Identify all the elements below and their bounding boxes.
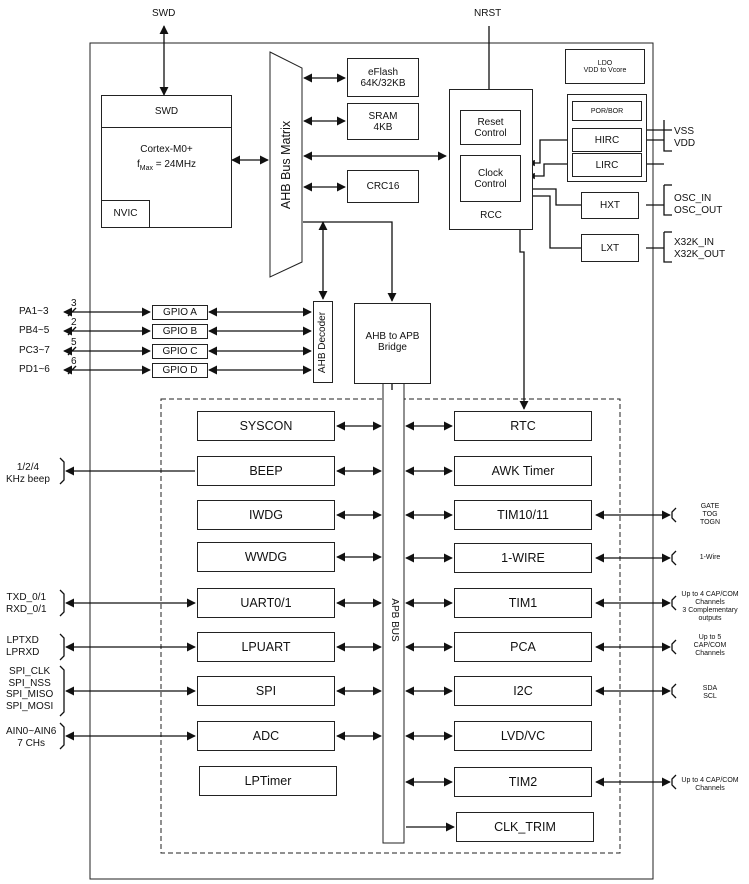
peripheral-box: LPUART — [197, 632, 335, 662]
peripheral-box: PCA — [454, 632, 592, 662]
peripheral-box: CLK_TRIM — [456, 812, 594, 842]
cpu-core-label: Cortex-M0+ — [140, 144, 193, 155]
signal-bracket — [59, 457, 65, 485]
peripheral-box: UART0/1 — [197, 588, 335, 618]
peripheral-box: TIM10/11 — [454, 500, 592, 530]
gpio-pin-count: 5 — [71, 337, 77, 348]
osc-pins: OSC_IN OSC_OUT — [674, 193, 723, 216]
swd-pin-label: SWD — [152, 8, 176, 19]
ahb-bus-matrix-label: AHB Bus Matrix — [278, 120, 293, 210]
peripheral-signal: 1/2/4 KHz beep — [6, 462, 50, 485]
hxt-box: HXT — [581, 192, 639, 219]
chip-outline — [89, 42, 654, 880]
crc16-box: CRC16 — [347, 170, 419, 203]
gpio-pin-label: PD1~6 — [19, 364, 50, 375]
gpio-pin-label: PA1~3 — [19, 306, 49, 317]
peripheral-signal: Up to 4 CAP/COM Channels — [681, 777, 739, 793]
freq-subscript: Max — [139, 165, 153, 172]
peripheral-signal: SPI_CLK SPI_NSS SPI_MISO SPI_MOSI — [6, 666, 54, 712]
lirc-box: LIRC — [572, 153, 642, 177]
freq-value: = 24MHz — [152, 159, 197, 170]
peripheral-box: IWDG — [197, 500, 335, 530]
freq-symbol: f — [136, 159, 140, 170]
ahb-decoder-label: AHB Decoder — [317, 311, 329, 373]
signal-bracket — [671, 507, 677, 523]
signal-bracket — [671, 774, 677, 790]
gpio-box: GPIO C — [152, 344, 208, 359]
peripheral-signal: LPTXD LPRXD — [6, 635, 40, 658]
peripheral-signal: AIN0~AIN6 7 CHs — [6, 726, 57, 749]
signal-bracket — [59, 722, 65, 750]
gpio-box: GPIO A — [152, 305, 208, 320]
hirc-box: HIRC — [572, 128, 642, 152]
nrst-pin-label: NRST — [474, 8, 502, 19]
ldo-box: LDO VDD to Vcore — [565, 49, 645, 84]
cpu-block: SWD Cortex-M0+ fMax = 24MHz NVIC — [101, 95, 232, 228]
gpio-pin-count: 6 — [71, 356, 77, 367]
nvic-box: NVIC — [102, 200, 150, 227]
ahb-bus-matrix-shape — [269, 51, 303, 278]
sram-box: SRAM 4KB — [347, 103, 419, 140]
ldo-subtitle: VDD to Vcore — [583, 66, 627, 74]
peripheral-signal: GATE TOG TOGN — [699, 503, 721, 527]
ahb-apb-bridge-box: AHB to APB Bridge — [354, 303, 431, 384]
peripheral-box: AWK Timer — [454, 456, 592, 486]
peripheral-box: 1-WIRE — [454, 543, 592, 573]
gpio-pin-count: 2 — [71, 317, 77, 328]
ldo-title: LDO — [597, 59, 613, 67]
clock-control-box: Clock Control — [460, 155, 521, 202]
peripheral-box: I2C — [454, 676, 592, 706]
peripheral-box: WWDG — [197, 542, 335, 572]
signal-bracket — [59, 633, 65, 661]
por-bor-box: POR/BOR — [572, 101, 642, 121]
rcc-label: RCC — [480, 209, 502, 221]
power-pins: VSS VDD — [674, 126, 696, 149]
peripheral-signal: TXD_0/1 RXD_0/1 — [6, 592, 47, 615]
peripheral-box: LPTimer — [199, 766, 337, 796]
gpio-box: GPIO D — [152, 363, 208, 378]
peripheral-box: RTC — [454, 411, 592, 441]
peripheral-box: ADC — [197, 721, 335, 751]
eflash-box: eFlash 64K/32KB — [347, 58, 419, 97]
signal-bracket — [671, 595, 677, 611]
ahb-decoder-box: AHB Decoder — [313, 301, 333, 383]
cpu-frequency: fMax = 24MHz — [102, 159, 231, 172]
peripheral-box: TIM1 — [454, 588, 592, 618]
apb-bus-label: APB BUS — [388, 598, 400, 642]
gpio-box: GPIO B — [152, 324, 208, 339]
peripheral-box: SPI — [197, 676, 335, 706]
peripheral-signal: SDA SCL — [702, 685, 718, 701]
peripheral-box: LVD/VC — [454, 721, 592, 751]
reset-control-box: Reset Control — [460, 110, 521, 145]
gpio-pin-count: 3 — [71, 298, 77, 309]
signal-bracket — [59, 589, 65, 617]
peripheral-box: TIM2 — [454, 767, 592, 797]
peripheral-box: SYSCON — [197, 411, 335, 441]
cpu-swd-header: SWD — [102, 96, 231, 128]
gpio-pin-label: PC3~7 — [19, 345, 50, 356]
x32k-pins: X32K_IN X32K_OUT — [674, 237, 726, 260]
signal-bracket — [671, 550, 677, 566]
signal-bracket — [671, 639, 677, 655]
peripheral-signal: Up to 4 CAP/COM Channels 3 Complementary… — [681, 591, 739, 623]
peripheral-box: BEEP — [197, 456, 335, 486]
signal-bracket — [671, 683, 677, 699]
signal-bracket — [59, 665, 65, 717]
peripheral-signal: 1-Wire — [699, 554, 721, 561]
lxt-box: LXT — [581, 234, 639, 262]
peripheral-signal: Up to 5 CAP/COM Channels — [693, 634, 727, 658]
gpio-pin-label: PB4~5 — [19, 325, 50, 336]
